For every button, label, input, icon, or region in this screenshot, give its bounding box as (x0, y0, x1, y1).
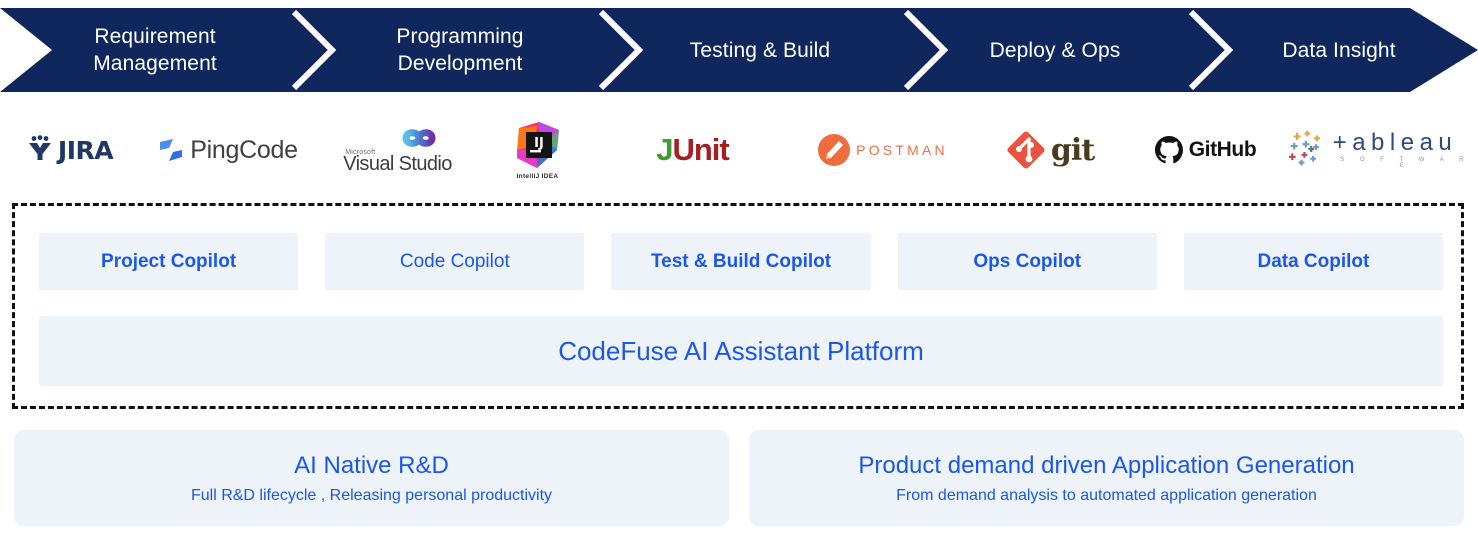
copilot-code[interactable]: Code Copilot (325, 233, 585, 290)
stage-separator-chevron-4 (1185, 8, 1245, 92)
visual-studio-infinity-icon (402, 128, 436, 147)
logo-label-github: GitHub (1188, 138, 1257, 161)
value-card-ai-native-rnd[interactable]: AI Native R&D Full R&D lifecycle , Relea… (14, 430, 729, 526)
tool-logo-strip: JIRA PingCode Microsoft Visual Stu (0, 108, 1478, 192)
logo-postman[interactable]: POSTMAN (790, 108, 975, 192)
copilot-label: Test & Build Copilot (650, 250, 832, 272)
tableau-icon (1288, 130, 1320, 166)
pingcode-icon (160, 139, 183, 161)
logo-label-pingcode: PingCode (190, 135, 298, 164)
postman-icon (818, 134, 851, 166)
stage-label-line1: Testing & Build (689, 38, 831, 62)
logo-label-git: git (1050, 132, 1095, 168)
stage-label-line2: Development (397, 52, 523, 75)
intellij-idea-icon: IJ (516, 122, 559, 168)
copilot-row: Project Copilot Code Copilot Test & Buil… (39, 233, 1444, 290)
copilot-test-build[interactable]: Test & Build Copilot (611, 233, 871, 290)
stage-separator-chevron-1 (288, 8, 348, 92)
stage-testing-build[interactable]: Testing & Build (610, 8, 910, 92)
stage-label-line2: Management (93, 52, 217, 75)
svg-text:IJ: IJ (534, 136, 544, 151)
github-octocat-icon (1154, 136, 1183, 164)
stage-label-line1: Requirement (94, 25, 216, 48)
stage-deploy-ops[interactable]: Deploy & Ops (910, 8, 1200, 92)
stage-label-line1: Programming (396, 25, 524, 48)
logo-label-junit-j: J (656, 132, 673, 167)
git-icon (1007, 131, 1045, 169)
logo-tableau[interactable]: +ableau S O F T W A R E (1285, 108, 1478, 192)
stage-separator-chevron-2 (595, 8, 655, 92)
codefuse-platform-bar[interactable]: CodeFuse AI Assistant Platform (39, 316, 1443, 386)
logo-label-visual-studio: Visual Studio (343, 152, 452, 175)
copilot-label: Code Copilot (399, 250, 510, 272)
logo-label-tableau: +ableau (1332, 129, 1458, 156)
copilot-project[interactable]: Project Copilot (39, 233, 299, 290)
copilot-ops[interactable]: Ops Copilot (897, 233, 1157, 290)
stage-label-line1: Data Insight (1282, 38, 1396, 62)
logo-github[interactable]: GitHub (1125, 108, 1285, 192)
logo-git[interactable]: git (975, 108, 1125, 192)
logo-label-intellij-idea: IntelliJ IDEA (516, 173, 559, 180)
codefuse-platform-label: CodeFuse AI Assistant Platform (558, 335, 924, 366)
value-card-subtitle: Full R&D lifecycle , Releasing personal … (190, 486, 553, 504)
value-card-product-demand-driven[interactable]: Product demand driven Application Genera… (749, 430, 1464, 526)
copilot-label: Data Copilot (1257, 250, 1370, 272)
copilot-label: Project Copilot (101, 250, 237, 272)
stage-label-row: Requirement Management Programming Devel… (0, 8, 1478, 92)
value-card-title: AI Native R&D (294, 451, 449, 479)
logo-junit[interactable]: JUnit (595, 108, 790, 192)
value-card-row: AI Native R&D Full R&D lifecycle , Relea… (14, 430, 1464, 526)
logo-visual-studio[interactable]: Microsoft Visual Studio (315, 108, 480, 192)
value-card-subtitle: From demand analysis to automated applic… (896, 486, 1317, 504)
copilot-data[interactable]: Data Copilot (1183, 233, 1444, 290)
logo-intellij-idea[interactable]: IJ IntelliJ IDEA (480, 108, 595, 192)
value-card-title: Product demand driven Application Genera… (858, 451, 1355, 479)
logo-label-jira: JIRA (57, 135, 114, 165)
logo-label-junit-unit: Unit (672, 132, 729, 167)
logo-sublabel-tableau-software: S O F T W A R E (1340, 157, 1471, 169)
logo-jira[interactable]: JIRA (0, 108, 140, 192)
logo-label-postman: POSTMAN (856, 142, 948, 158)
stage-label-line1: Deploy & Ops (989, 38, 1121, 62)
stage-requirement-management[interactable]: Requirement Management (0, 8, 310, 92)
stage-separator-chevron-3 (900, 8, 960, 92)
logo-pingcode[interactable]: PingCode (140, 108, 315, 192)
pipeline-stage-banner: Requirement Management Programming Devel… (0, 8, 1478, 92)
logo-vendor-microsoft: Microsoft (345, 148, 376, 156)
jira-icon (28, 135, 51, 160)
codefuse-platform-region: Project Copilot Code Copilot Test & Buil… (12, 203, 1464, 409)
stage-programming-development[interactable]: Programming Development (310, 8, 610, 92)
copilot-label: Ops Copilot (973, 250, 1082, 272)
stage-data-insight[interactable]: Data Insight (1200, 8, 1478, 92)
